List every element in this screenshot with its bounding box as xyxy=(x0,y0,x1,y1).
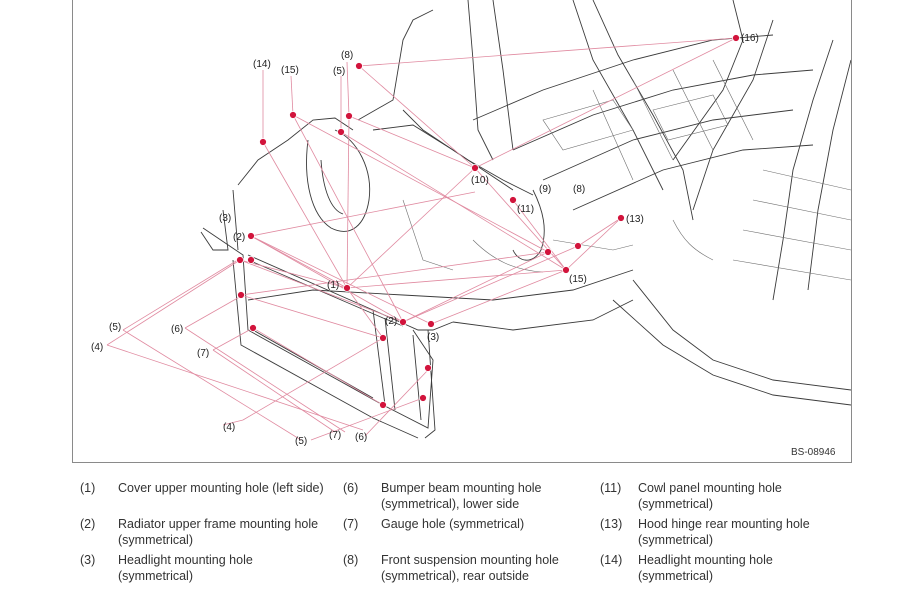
callout-4-bottom: (4) xyxy=(223,422,235,433)
legend-description: Gauge hole (symmetrical) xyxy=(381,517,525,531)
callout-14: (14) xyxy=(253,59,271,70)
legend-description: Hood hinge rear mounting hole (symmetric… xyxy=(638,517,810,547)
legend-number: (3) xyxy=(80,553,96,567)
callout-7-bottom: (7) xyxy=(329,430,341,441)
callout-4-left: (4) xyxy=(91,342,103,353)
callout-7-left: (7) xyxy=(197,348,209,359)
legend-description: Cover upper mounting hole (left side) xyxy=(118,481,324,495)
callout-10: (10) xyxy=(471,175,489,186)
callout-5-bottom: (5) xyxy=(295,436,307,447)
legend-number: (6) xyxy=(343,481,359,495)
callout-16: (16) xyxy=(741,33,759,44)
callout-6-left: (6) xyxy=(171,324,183,335)
legend-number: (2) xyxy=(80,517,96,531)
callout-5-left: (5) xyxy=(109,322,121,333)
callout-2-lower: (2) xyxy=(385,316,397,327)
callout-1: (1) xyxy=(327,280,339,291)
legend-number: (7) xyxy=(343,517,359,531)
legend-number: (13) xyxy=(600,517,623,531)
callout-15: (15) xyxy=(281,65,299,76)
legend-description: Radiator upper frame mounting hole (symm… xyxy=(118,517,319,547)
callout-6-bottom: (6) xyxy=(355,432,367,443)
callout-5: (5) xyxy=(333,66,345,77)
callout-8: (8) xyxy=(341,50,353,61)
legend-description: Headlight mounting hole (symmetrical) xyxy=(118,553,253,583)
callout-8-right: (8) xyxy=(573,184,585,195)
figure-code: BS-08946 xyxy=(791,447,836,458)
callout-9: (9) xyxy=(539,184,551,195)
dimension-lines xyxy=(106,37,737,441)
callout-15-lower: (15) xyxy=(569,274,587,285)
legend-number: (8) xyxy=(343,553,359,567)
callout-2: (2) xyxy=(233,232,245,243)
legend-description: Bumper beam mounting hole (symmetrical),… xyxy=(381,481,542,511)
callout-3: (3) xyxy=(219,213,231,224)
callout-13: (13) xyxy=(626,214,644,225)
legend-description: Cowl panel mounting hole (symmetrical) xyxy=(638,481,782,511)
legend-number: (14) xyxy=(600,553,623,567)
legend-number: (1) xyxy=(80,481,96,495)
legend-number: (11) xyxy=(600,481,622,495)
measurement-points xyxy=(236,34,740,409)
callout-labels: (14) (15) (8) (5) (16) (10) (9) (8) (11)… xyxy=(91,33,759,447)
legend-description: Front suspension mounting hole (symmetri… xyxy=(381,553,559,583)
body-dimension-diagram: (14) (15) (8) (5) (16) (10) (9) (8) (11)… xyxy=(72,0,852,463)
vehicle-body-drawing: (14) (15) (8) (5) (16) (10) (9) (8) (11)… xyxy=(91,0,851,458)
callout-11: (11) xyxy=(517,204,534,215)
legend-description: Headlight mounting hole (symmetrical) xyxy=(638,553,773,583)
callout-3-lower: (3) xyxy=(427,332,439,343)
